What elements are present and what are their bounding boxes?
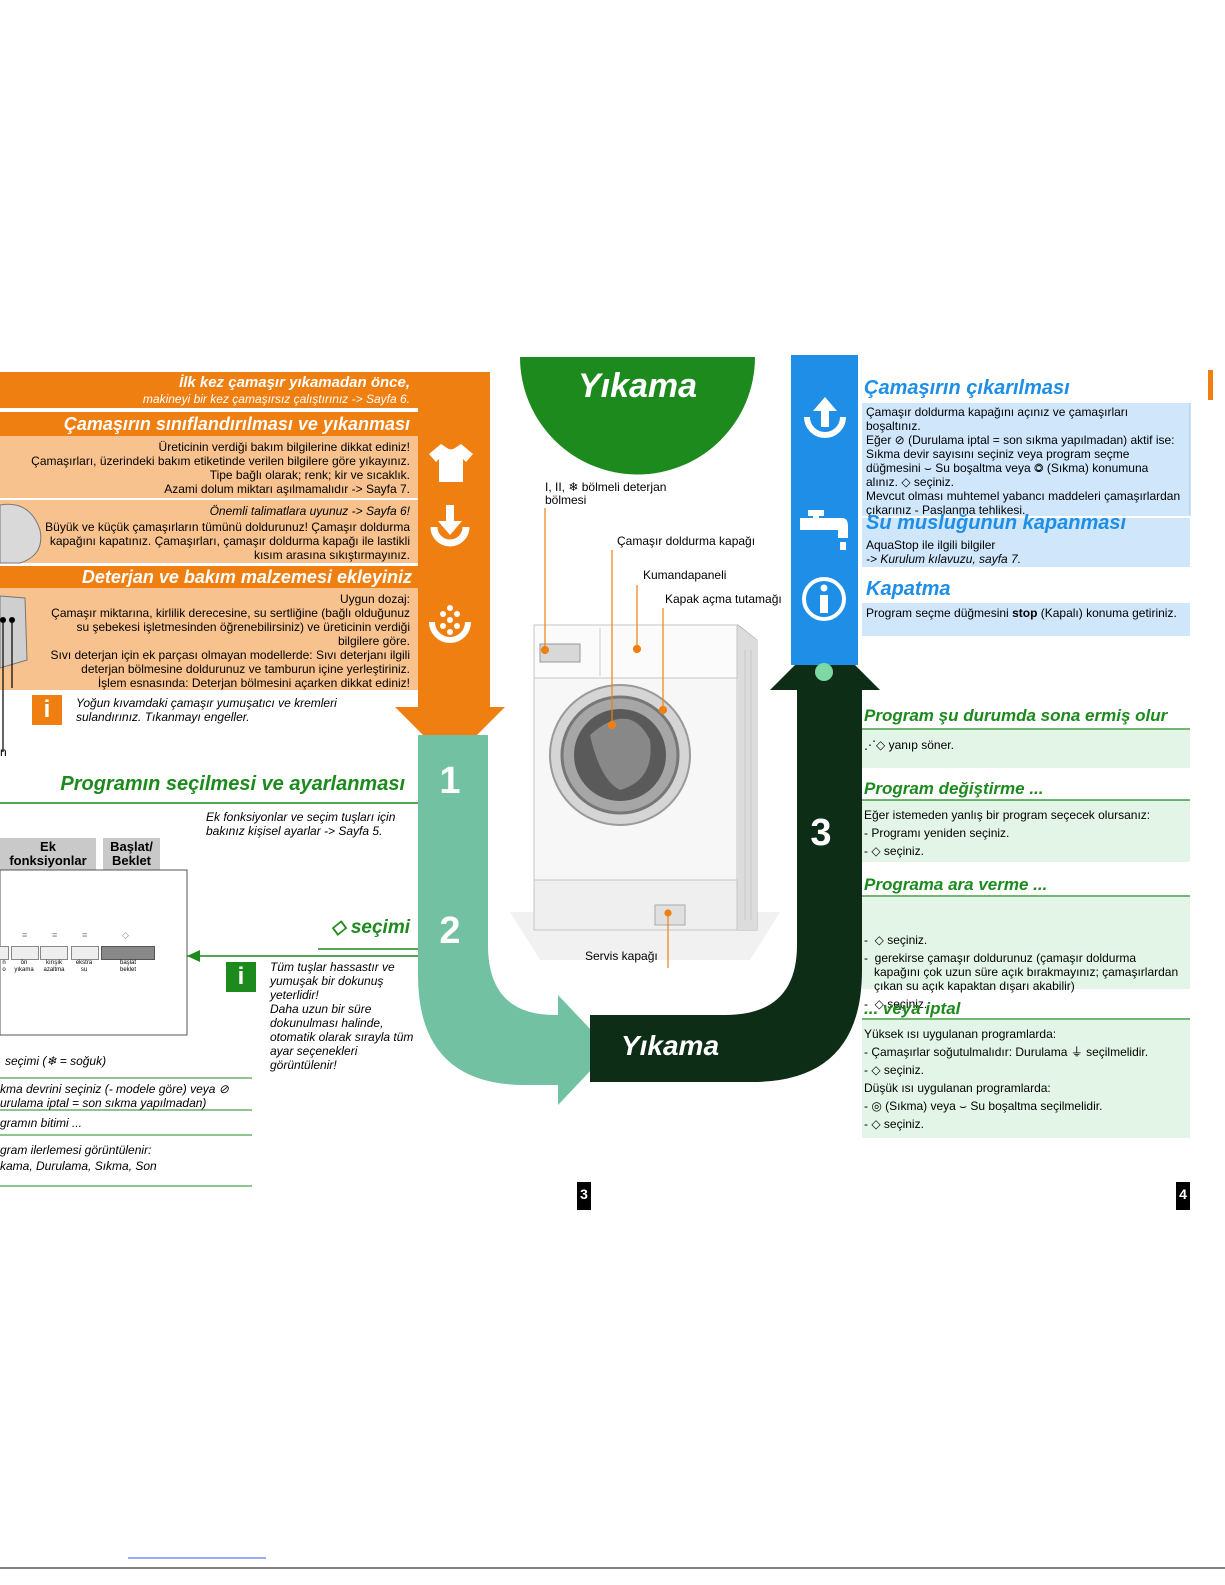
sort-title: Çamaşırın sınıflandırılması ve yıkanması [63, 414, 410, 434]
diamond-start-icon: ◇ [330, 917, 346, 938]
tap-text: AquaStop ile ilgili bilgiler-> Kurulum k… [866, 538, 1022, 566]
washing-machine-illustration [510, 624, 780, 960]
unload-arrow-icon [804, 397, 846, 438]
light-orange-sort [0, 436, 418, 498]
off-text: Program seçme düğmesini stop (Kapalı) ko… [866, 606, 1177, 620]
end-line: gramın bitimi ... [0, 1116, 83, 1130]
orange-banner-det [0, 566, 418, 588]
shirt-icon [429, 444, 473, 482]
sort-text: Üreticinin verdiği bakım bilgilerine dik… [31, 440, 410, 496]
temp-line: seçimi (❄ = soğuk) [5, 1054, 107, 1068]
cancel-panel [862, 1020, 1190, 1138]
orange-arrow-head [395, 707, 505, 762]
detergent-text: Uygun dozaj:Çamaşır miktarına, kirlilik … [50, 592, 410, 690]
program-title: Programın seçilmesi ve ayarlanması [60, 773, 405, 795]
ended-panel [862, 730, 1190, 768]
teal-curve [418, 735, 610, 1105]
drum-fragment [0, 503, 42, 564]
off-title: Kapatma [866, 578, 951, 600]
label-panel: Kumandapaneli [643, 568, 727, 582]
main-title: Yıkama [577, 367, 698, 405]
pause-title: Programa ara verme ... [864, 875, 1048, 894]
panel-button-3[interactable] [71, 946, 99, 960]
load-note: Önemli talimatlara uyunuz -> Sayfa 6! [209, 504, 410, 518]
label-handle: Kapak açma tutamağı [665, 592, 782, 606]
load-text: Büyük ve küçük çamaşırların tümünü doldu… [45, 520, 410, 562]
tap-title: Su musluğunun kapanması [866, 512, 1127, 534]
bottom-title: Yıkama [620, 1030, 720, 1061]
cancel-text: Yüksek ısı uygulanan programlarda:- Çama… [864, 1027, 1149, 1131]
change-panel [862, 800, 1190, 862]
panel-button-0[interactable] [0, 946, 9, 960]
pause-panel [862, 897, 1190, 989]
label-door: Çamaşır doldurma kapağı [617, 534, 756, 548]
tab-baslat-bg [103, 838, 160, 870]
step-number-1: 1 [439, 760, 461, 802]
load-arrow-icon [430, 505, 470, 547]
spin-text: kma devrini seçiniz (- modele göre) veya… [0, 1082, 229, 1110]
tap-panel [862, 518, 1190, 567]
step-number-3: 3 [810, 812, 832, 854]
orange-banner-top [0, 372, 418, 408]
title-semicircle [520, 357, 755, 475]
start-select-title: ◇ seçimi [330, 917, 410, 938]
change-text: Eğer istemeden yanlış bir program seçece… [864, 808, 1151, 858]
unload-panel [862, 403, 1190, 516]
off-panel [862, 603, 1190, 636]
page-number-right: 4 [1179, 1186, 1187, 1202]
detergent-title: Deterjan ve bakım malzemesi ekleyiniz [81, 567, 412, 587]
cancel-title: ... veya iptal [864, 999, 961, 1018]
water-tap-icon [800, 510, 848, 550]
detergent-icon [429, 605, 471, 643]
ended-title: Program şu durumda sona ermiş olur [864, 706, 1168, 725]
intro-banner: İlk kez çamaşır yıkamadan önce, makineyi… [142, 374, 410, 406]
unload-text: Çamaşır doldurma kapağını açınız ve çama… [866, 405, 1181, 517]
orange-banner-sort [0, 412, 418, 436]
panel-icon-row: ≡≡≡◇ [22, 930, 129, 940]
info-circle-icon [802, 577, 846, 621]
progress-text: gram ilerlemesi görüntülenir:kama, Durul… [0, 1143, 157, 1173]
green-dot [815, 663, 833, 681]
change-title: Program değiştirme ... [864, 779, 1044, 798]
page-number-left: 3 [580, 1186, 588, 1202]
edge-char: n [0, 745, 7, 759]
page-number-box-right [1176, 1182, 1190, 1210]
dark-green-band [590, 635, 880, 1082]
light-orange-load [0, 500, 418, 564]
panel-button-2[interactable] [40, 946, 68, 960]
page-number-box-left [577, 1182, 591, 1210]
softener-note: Yoğun kıvamdaki çamaşır yumuşatıcı ve kr… [76, 696, 337, 724]
info-icon-orange: i [32, 695, 62, 725]
ended-text: ⋰◇ yanıp söner. [864, 738, 954, 752]
label-service: Servis kapağı [585, 949, 658, 963]
drawer-fragment [0, 595, 28, 669]
step-number-2: 2 [439, 910, 461, 952]
info-icon-green: i [226, 962, 256, 992]
unload-title: Çamaşırın çıkarılması [864, 377, 1070, 399]
pause-text: - ◇ seçiniz.- gerekirse çamaşır doldurun… [864, 933, 1179, 1011]
light-orange-det [0, 588, 418, 690]
panel-button-4[interactable] [101, 946, 155, 960]
panel-button-1[interactable] [11, 946, 39, 960]
tab-ek-bg [0, 838, 96, 870]
tab-baslat-beklet[interactable]: Başlat/Beklet [110, 839, 153, 868]
